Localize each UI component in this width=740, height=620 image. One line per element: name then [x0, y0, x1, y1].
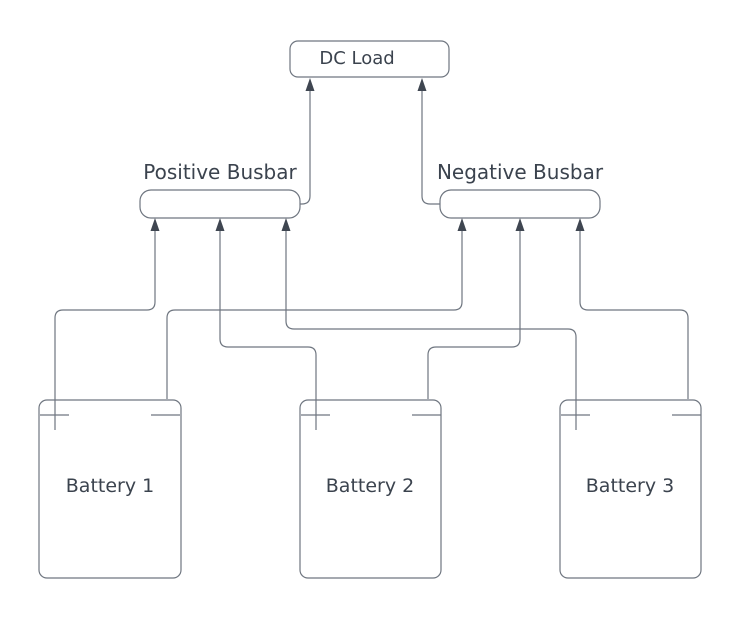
battery2-box[interactable]: [299, 399, 442, 579]
arrowhead-icon: [515, 218, 525, 231]
battery3-box[interactable]: [559, 399, 702, 579]
node-battery-3[interactable]: Battery 3: [559, 399, 702, 579]
edge-battery2-plus-to-positive-busbar[interactable]: [215, 218, 317, 399]
negative-busbar-box[interactable]: [439, 189, 601, 219]
battery1-label: Battery 1: [66, 475, 154, 497]
dc-load-box[interactable]: [289, 40, 450, 78]
edge-positive-busbar-to-dc-load[interactable]: [300, 78, 315, 205]
edge-battery1-plus-to-positive-busbar[interactable]: [54, 218, 160, 399]
battery2-label: Battery 2: [326, 475, 414, 497]
battery1-box[interactable]: [38, 399, 182, 579]
arrowhead-icon: [215, 218, 225, 231]
wire-battery2-minus[interactable]: [427, 230, 521, 399]
node-positive-busbar[interactable]: Positive Busbar: [139, 160, 301, 219]
wire-battery3-minus[interactable]: [579, 230, 689, 399]
edge-negative-busbar-to-dc-load[interactable]: [417, 78, 441, 205]
dc-load-label: DC Load: [319, 48, 394, 69]
positive-busbar-label: Positive Busbar: [143, 160, 297, 184]
arrowhead-icon: [150, 218, 160, 231]
arrowhead-icon: [417, 78, 427, 91]
arrowhead-icon: [305, 78, 315, 91]
battery3-label: Battery 3: [586, 475, 674, 497]
wire-battery2-plus[interactable]: [219, 230, 317, 399]
node-battery-1[interactable]: Battery 1: [38, 399, 182, 579]
arrowhead-icon: [281, 218, 291, 231]
edge-battery3-minus-to-negative-busbar[interactable]: [575, 218, 689, 399]
arrowhead-icon: [575, 218, 585, 231]
wire-battery3-plus[interactable]: [285, 230, 577, 399]
negative-busbar-label: Negative Busbar: [437, 160, 604, 184]
wire-battery1-minus[interactable]: [166, 230, 463, 399]
wire-positive-busbar-dc-load[interactable]: [300, 90, 311, 205]
node-negative-busbar[interactable]: Negative Busbar: [437, 160, 604, 219]
edge-battery2-minus-to-negative-busbar[interactable]: [427, 218, 525, 399]
battery2-positive-terminal-mark: [301, 399, 330, 430]
node-dc-load[interactable]: DC Load: [289, 40, 450, 78]
edge-battery1-minus-to-negative-busbar[interactable]: [166, 218, 467, 399]
wire-negative-busbar-dc-load[interactable]: [421, 90, 440, 205]
battery3-positive-terminal-mark: [561, 399, 590, 430]
edge-battery3-plus-to-positive-busbar[interactable]: [281, 218, 577, 399]
node-battery-2[interactable]: Battery 2: [299, 399, 442, 579]
wire-battery1-plus[interactable]: [54, 230, 156, 399]
positive-busbar-box[interactable]: [139, 189, 301, 219]
arrowhead-icon: [457, 218, 467, 231]
battery1-positive-terminal-mark: [40, 399, 69, 430]
